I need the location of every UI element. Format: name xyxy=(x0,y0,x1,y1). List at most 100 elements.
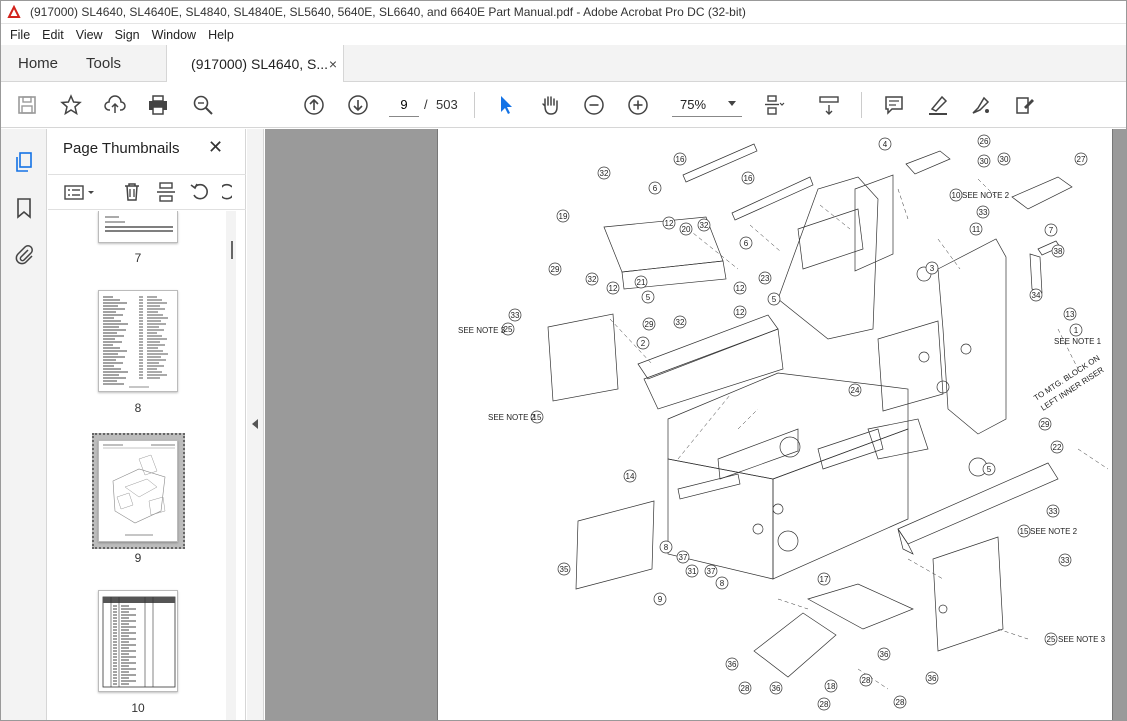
callout-3: 3 xyxy=(925,261,939,275)
callout-15: 15 xyxy=(530,410,544,424)
edit-pdf-icon[interactable] xyxy=(1013,93,1037,117)
upload-cloud-icon[interactable] xyxy=(103,93,127,117)
svg-text:26: 26 xyxy=(980,137,989,146)
save-icon[interactable] xyxy=(15,93,39,117)
attachments-icon[interactable] xyxy=(13,243,35,265)
svg-text:8: 8 xyxy=(664,543,669,552)
svg-text:30: 30 xyxy=(1000,155,1009,164)
svg-text:29: 29 xyxy=(1041,420,1050,429)
callout-7: 7 xyxy=(1044,223,1058,237)
svg-text:23: 23 xyxy=(761,274,770,283)
svg-text:12: 12 xyxy=(736,308,745,317)
print-icon[interactable] xyxy=(146,93,170,117)
hand-tool-icon[interactable] xyxy=(538,93,562,117)
svg-text:33: 33 xyxy=(1061,556,1070,565)
callout-36: 36 xyxy=(769,681,783,695)
svg-text:33: 33 xyxy=(979,208,988,217)
svg-text:12: 12 xyxy=(609,284,618,293)
callout-12: 12 xyxy=(606,281,620,295)
page-number-input[interactable] xyxy=(389,93,419,117)
thumbnail-label: 7 xyxy=(134,251,142,265)
callout-36: 36 xyxy=(877,647,891,661)
svg-text:36: 36 xyxy=(928,674,937,683)
total-pages: 503 xyxy=(436,97,458,112)
svg-text:22: 22 xyxy=(1053,443,1062,452)
svg-text:29: 29 xyxy=(645,320,654,329)
tab-home[interactable]: Home xyxy=(18,54,59,72)
callout-23: 23 xyxy=(758,271,772,285)
callout-32: 32 xyxy=(597,166,611,180)
svg-text:17: 17 xyxy=(820,575,829,584)
rotate-left-icon[interactable] xyxy=(189,181,211,203)
svg-text:5: 5 xyxy=(772,295,777,304)
tab-document[interactable]: (917000) SL4640, S... × xyxy=(166,45,345,83)
highlight-pen-icon[interactable] xyxy=(926,93,950,117)
svg-text:15: 15 xyxy=(533,413,542,422)
toolbar-divider xyxy=(474,92,475,118)
callout-18: 18 xyxy=(824,679,838,693)
callout-22: 22 xyxy=(1050,440,1064,454)
delete-page-icon[interactable] xyxy=(121,181,143,203)
menu-view[interactable]: View xyxy=(75,27,103,42)
zoom-in-icon[interactable] xyxy=(626,93,650,117)
callout-28: 28 xyxy=(817,697,831,711)
close-icon[interactable]: × xyxy=(328,56,338,72)
svg-text:35: 35 xyxy=(560,565,569,574)
panel-collapse-handle[interactable] xyxy=(247,129,264,721)
scroll-mode-icon[interactable] xyxy=(817,93,841,117)
callout-8: 8 xyxy=(659,540,673,554)
thumbnail-scrollbar[interactable] xyxy=(226,211,236,721)
menu-window[interactable]: Window xyxy=(151,27,197,42)
menu-sign[interactable]: Sign xyxy=(114,27,140,42)
thumbnail-list[interactable]: 7 8 9 10 xyxy=(48,211,246,721)
callout-8: 8 xyxy=(715,576,729,590)
note-see-note-3-left: SEE NOTE 3 xyxy=(458,326,506,335)
svg-text:21: 21 xyxy=(637,278,646,287)
zoom-dropdown[interactable]: 75% xyxy=(672,93,742,117)
callout-25: 25 xyxy=(501,322,515,336)
select-cursor-icon[interactable] xyxy=(494,93,518,117)
thumbnail-toolbar xyxy=(48,174,246,210)
callout-28: 28 xyxy=(738,681,752,695)
tab-tools[interactable]: Tools xyxy=(86,54,122,72)
callout-33: 33 xyxy=(976,205,990,219)
svg-text:16: 16 xyxy=(676,155,685,164)
bookmark-star-icon[interactable] xyxy=(59,93,83,117)
thumbnail-page[interactable] xyxy=(98,590,178,692)
menu-help[interactable]: Help xyxy=(208,27,234,42)
menu-edit[interactable]: Edit xyxy=(42,27,64,42)
note-see-note-2-right: SEE NOTE 2 xyxy=(1030,527,1078,536)
zoom-search-icon[interactable] xyxy=(191,93,215,117)
callout-29: 29 xyxy=(642,317,656,331)
rotate-right-icon[interactable] xyxy=(222,181,232,203)
callout-15: 15 xyxy=(1017,524,1031,538)
svg-text:11: 11 xyxy=(972,225,981,234)
svg-text:28: 28 xyxy=(820,700,829,709)
callout-30: 30 xyxy=(977,154,991,168)
next-page-icon[interactable] xyxy=(346,93,370,117)
comment-icon[interactable] xyxy=(882,93,906,117)
thumbnail-page[interactable] xyxy=(98,290,178,392)
acrobat-app-icon xyxy=(6,4,22,20)
thumbnail-page[interactable] xyxy=(98,211,178,243)
callout-16: 16 xyxy=(673,152,687,166)
menu-file[interactable]: File xyxy=(10,27,31,42)
scrollbar-thumb[interactable] xyxy=(231,241,233,259)
thumbnail-page-current[interactable] xyxy=(98,440,178,542)
page-fit-icon[interactable] xyxy=(762,93,786,117)
options-menu-icon[interactable] xyxy=(63,181,97,203)
callout-5: 5 xyxy=(982,462,996,476)
insert-page-icon[interactable] xyxy=(155,181,177,203)
zoom-out-icon[interactable] xyxy=(582,93,606,117)
navigation-rail xyxy=(0,129,47,721)
previous-page-icon[interactable] xyxy=(302,93,326,117)
callout-32: 32 xyxy=(673,315,687,329)
close-icon[interactable]: ✕ xyxy=(208,137,224,157)
fill-sign-icon[interactable] xyxy=(969,93,993,117)
svg-text:36: 36 xyxy=(728,660,737,669)
bookmarks-icon[interactable] xyxy=(13,197,35,219)
svg-text:32: 32 xyxy=(588,275,597,284)
svg-text:27: 27 xyxy=(1077,155,1086,164)
page-thumbnails-icon[interactable] xyxy=(13,151,35,173)
